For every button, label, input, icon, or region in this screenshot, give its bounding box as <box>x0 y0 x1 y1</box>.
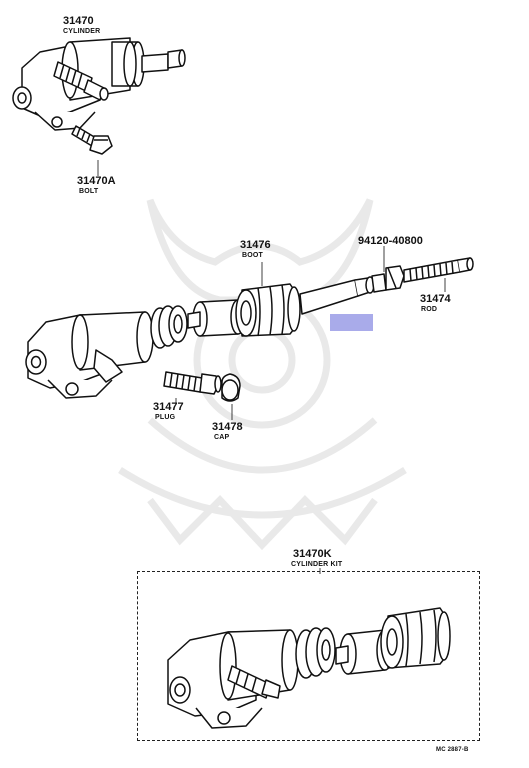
part-number-cylinder[interactable]: 31470 <box>63 15 94 27</box>
boot-31476-drawing <box>235 283 301 337</box>
cylinder-assembly-top <box>12 37 186 131</box>
part-number-rod[interactable]: 31474 <box>420 293 451 305</box>
catalog-code: MC 2887-B <box>436 747 469 753</box>
leader-lines <box>97 160 446 574</box>
plug-31477-drawing <box>163 371 222 395</box>
part-number-boot[interactable]: 31476 <box>240 239 271 251</box>
cylinder-body-middle <box>25 311 154 399</box>
bolt-31470a-drawing <box>71 125 113 155</box>
part-name-boot: BOOT <box>242 252 264 259</box>
part-name-cylinder: CYLINDER <box>63 28 101 35</box>
highlight-marker <box>330 314 373 331</box>
part-name-plug: PLUG <box>155 414 176 421</box>
part-number-plug[interactable]: 31477 <box>153 401 184 413</box>
part-name-bolt: BOLT <box>79 188 99 195</box>
part-name-rod: ROD <box>421 306 438 313</box>
cap-31478-drawing <box>221 373 241 402</box>
part-name-cap: CAP <box>214 434 230 441</box>
part-name-kit: CYLINDER KIT <box>291 561 343 568</box>
part-number-bolt[interactable]: 31470A <box>77 175 116 187</box>
watermark-emblem <box>118 198 407 551</box>
cylinder-kit-boundary <box>137 571 480 741</box>
part-number-kit[interactable]: 31470K <box>293 548 332 560</box>
piston-cup-drawing <box>150 305 188 349</box>
part-number-nut[interactable]: 94120-40800 <box>358 235 423 247</box>
cylinder-kit-drawing <box>167 607 451 729</box>
part-number-cap[interactable]: 31478 <box>212 421 243 433</box>
rod-31474-drawing <box>299 257 474 315</box>
